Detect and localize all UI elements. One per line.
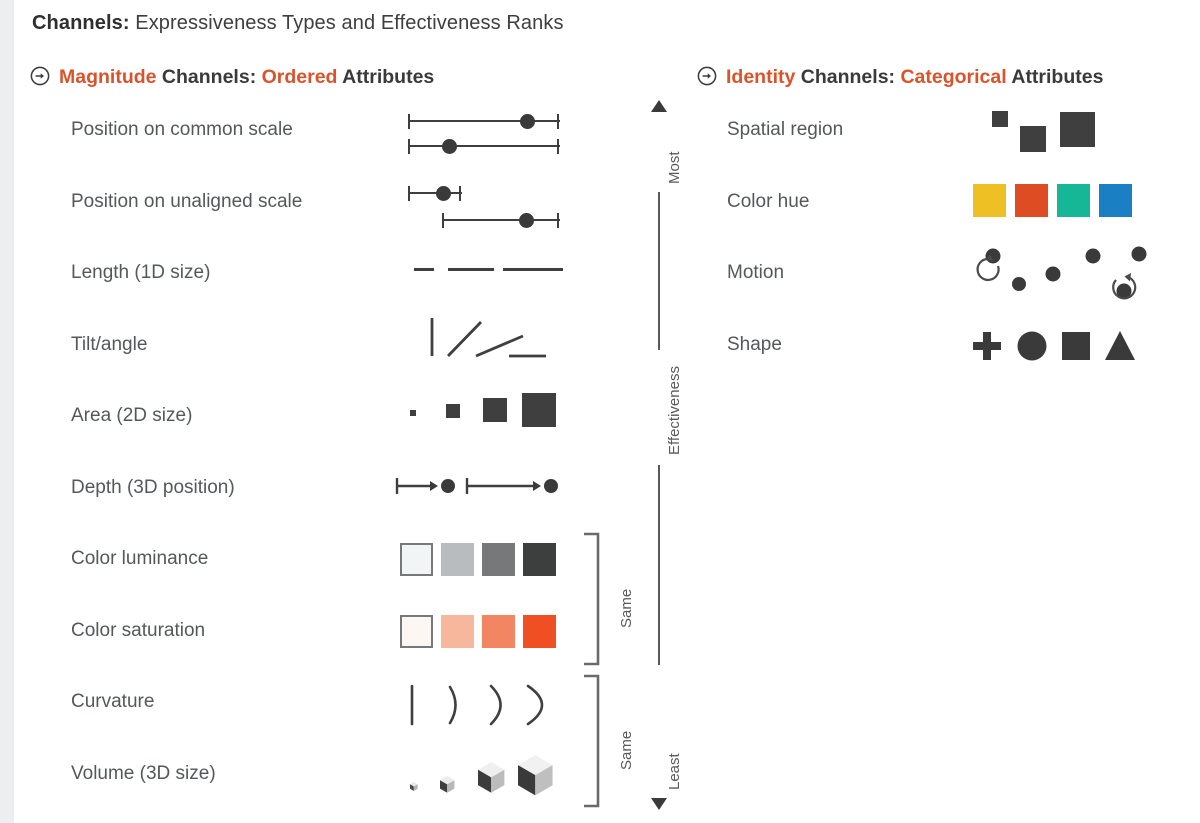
glyph-four-gray-swatches: [400, 543, 560, 579]
row-label-position-unaligned-scale: Position on unaligned scale: [71, 191, 303, 212]
glyph-four-cubes-increasing: [398, 752, 563, 798]
hue-swatch-blue: [1099, 184, 1132, 217]
row-label-spatial-region: Spatial region: [727, 119, 844, 140]
glyph-plus-circle-square-triangle: [972, 328, 1137, 364]
section-word-identity: Identity: [726, 66, 796, 88]
hue-swatch-orange: [1015, 184, 1048, 217]
left-edge-strip: [0, 0, 14, 823]
row-label-color-saturation: Color saturation: [71, 620, 206, 641]
section-word-attributes: Attributes: [1011, 66, 1104, 88]
row-label-motion: Motion: [727, 262, 785, 283]
row-label-depth: Depth (3D position): [71, 477, 235, 498]
same-label: Same: [618, 588, 635, 628]
circled-right-arrow-icon: [30, 66, 50, 86]
page-title: Channels: Expressiveness Types and Effec…: [32, 12, 564, 35]
row-label-volume: Volume (3D size): [71, 763, 216, 784]
row-label-tilt-angle: Tilt/angle: [71, 334, 148, 355]
section-word-magnitude: Magnitude: [59, 66, 157, 88]
row-label-color-luminance: Color luminance: [71, 548, 209, 569]
section-word-categorical: Categorical: [900, 66, 1007, 88]
luminance-swatch-4: [523, 543, 556, 576]
hue-swatch-yellow: [973, 184, 1006, 217]
same-label: Same: [618, 730, 635, 770]
hue-swatch-teal: [1057, 184, 1090, 217]
section-header-magnitude: Magnitude Channels: Ordered Attributes: [30, 66, 434, 89]
row-label-position-common-scale: Position on common scale: [71, 119, 293, 140]
axis-label-least: Least: [666, 753, 683, 790]
glyph-four-hue-swatches: [973, 184, 1138, 220]
glyph-dots-with-rotation-arrows: [965, 246, 1155, 308]
effectiveness-axis: Most Effectiveness Least: [636, 100, 683, 810]
luminance-swatch-1: [400, 543, 433, 576]
axis-label-effectiveness: Effectiveness: [666, 366, 683, 455]
glyph-two-offset-range-bars: [406, 180, 566, 228]
same-bracket-curvature-volume: Same: [580, 673, 635, 809]
luminance-swatch-3: [482, 543, 515, 576]
saturation-swatch-3: [482, 615, 515, 648]
glyph-four-arcs-increasing: [398, 682, 563, 730]
section-word-ordered: Ordered: [261, 66, 338, 88]
triangle-up-icon: [651, 100, 667, 112]
glyph-two-arrows-with-dots: [394, 472, 566, 500]
row-label-area: Area (2D size): [71, 405, 193, 426]
glyph-three-staggered-squares: [970, 108, 1110, 158]
same-bracket-luminance-saturation: Same: [580, 531, 635, 667]
row-label-color-hue: Color hue: [727, 191, 810, 212]
row-label-length: Length (1D size): [71, 262, 211, 283]
glyph-four-tilted-lines: [406, 312, 566, 368]
triangle-down-icon: [651, 798, 667, 810]
saturation-swatch-1: [400, 615, 433, 648]
section-header-identity: Identity Channels: Categorical Attribute…: [697, 66, 1103, 89]
saturation-swatch-2: [441, 615, 474, 648]
saturation-swatch-4: [523, 615, 556, 648]
glyph-four-squares-increasing: [400, 392, 565, 432]
axis-label-most: Most: [666, 151, 683, 184]
row-label-shape: Shape: [727, 334, 782, 355]
row-label-curvature: Curvature: [71, 691, 155, 712]
page-title-rest: Expressiveness Types and Effectiveness R…: [129, 12, 564, 34]
luminance-swatch-2: [441, 543, 474, 576]
glyph-four-orange-swatches: [400, 615, 560, 651]
section-word-attributes: Attributes: [342, 66, 435, 88]
circled-right-arrow-icon: [697, 66, 717, 86]
page-title-bold: Channels:: [32, 12, 130, 34]
section-word-channels: Channels:: [161, 66, 257, 88]
glyph-two-aligned-range-bars: [406, 108, 566, 156]
glyph-three-lines-increasing: [406, 262, 566, 276]
section-word-channels: Channels:: [800, 66, 896, 88]
